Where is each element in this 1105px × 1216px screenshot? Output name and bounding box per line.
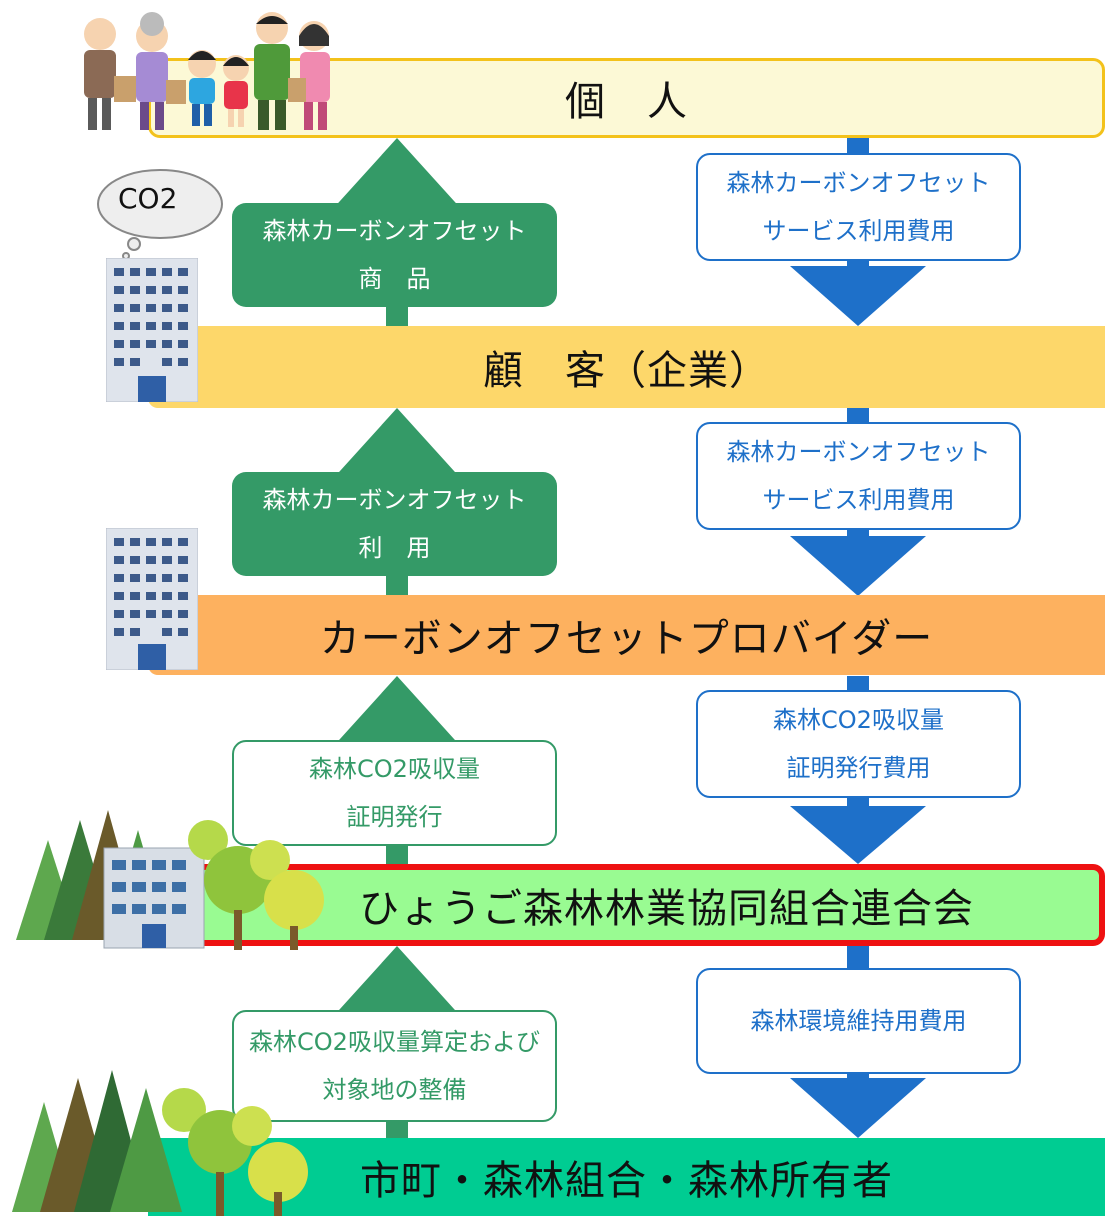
tier-provider: カーボンオフセットプロバイダー [148, 595, 1105, 675]
up-flow-3-line2: 証明発行 [346, 803, 443, 831]
up-flow-4-line1: 森林CO2吸収量算定および [249, 1028, 540, 1056]
down-flow-3-line2: 証明発行費用 [786, 754, 931, 782]
up-flow-label-1: 森林カーボンオフセット 商 品 [232, 203, 557, 307]
up-flow-3-line1: 森林CO2吸収量 [309, 755, 480, 783]
tier-customer-label: 顧 客（企業） [483, 348, 770, 394]
tier-federation-label: ひょうご森林林業協同組合連合会 [359, 886, 974, 932]
tier-individual-label: 個 人 [565, 79, 688, 125]
up-flow-2-line1: 森林カーボンオフセット [262, 486, 527, 514]
up-flow-2-line2: 利 用 [358, 534, 431, 562]
up-flow-label-4: 森林CO2吸収量算定および 対象地の整備 [232, 1010, 557, 1122]
down-flow-3-line1: 森林CO2吸収量 [773, 706, 944, 734]
down-flow-2-line2: サービス利用費用 [762, 486, 955, 514]
up-flow-1-line1: 森林カーボンオフセット [262, 217, 527, 245]
down-flow-2-line1: 森林カーボンオフセット [726, 438, 991, 466]
provider-building-icon [106, 528, 198, 670]
up-flow-1-line2: 商 品 [358, 265, 431, 293]
tier-owners-label: 市町・森林組合・森林所有者 [360, 1158, 893, 1204]
up-flow-4-line2: 対象地の整備 [322, 1076, 467, 1104]
co2-cloud-label: CO2 [118, 182, 178, 215]
up-flow-label-3: 森林CO2吸収量 証明発行 [232, 740, 557, 846]
down-flow-label-2: 森林カーボンオフセット サービス利用費用 [696, 422, 1021, 530]
forest-illustration-icon [12, 1070, 308, 1216]
down-flow-label-3: 森林CO2吸収量 証明発行費用 [696, 690, 1021, 798]
family-illustration-icon [84, 12, 330, 130]
down-flow-1-line1: 森林カーボンオフセット [726, 169, 991, 197]
forest-office-illustration-icon [16, 810, 324, 950]
tier-provider-label: カーボンオフセットプロバイダー [319, 616, 934, 662]
tier-customer: 顧 客（企業） [148, 326, 1105, 408]
down-flow-4-line1: 森林環境維持用費用 [750, 1007, 967, 1035]
up-flow-label-2: 森林カーボンオフセット 利 用 [232, 472, 557, 576]
down-flow-label-1: 森林カーボンオフセット サービス利用費用 [696, 153, 1021, 261]
down-flow-label-4: 森林環境維持用費用 [696, 968, 1021, 1074]
co2-cloud-icon [97, 169, 223, 260]
down-flow-1-line2: サービス利用費用 [762, 217, 955, 245]
company-building-icon [106, 258, 198, 402]
